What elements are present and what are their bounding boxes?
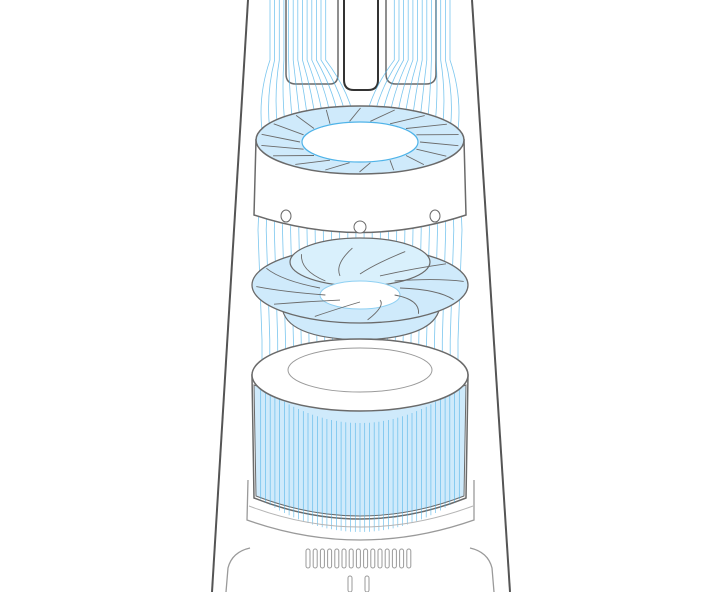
- tower-right-edge: [472, 0, 510, 592]
- vent-slot-icon: [342, 549, 346, 568]
- vent-slot-icon: [392, 549, 396, 568]
- filter-core-opening: [288, 348, 432, 392]
- impeller-fan: [252, 238, 468, 340]
- cylindrical-filter: [252, 339, 468, 532]
- diffuser-opening: [302, 122, 418, 162]
- screw-hole-icon: [354, 221, 366, 233]
- impeller-inner: [320, 281, 400, 309]
- top-diffuser-ring: [254, 106, 466, 233]
- screw-hole-icon: [430, 210, 440, 222]
- impeller-hub-ring: [290, 238, 430, 286]
- vent-slot-icon: [335, 549, 339, 568]
- vent-slot-icon: [400, 549, 404, 568]
- duct-center-slot: [344, 0, 378, 90]
- duct-right-wall: [386, 0, 436, 84]
- vent-slot-icon: [328, 549, 332, 568]
- tower-left-edge: [212, 0, 248, 592]
- vent-slot-icon: [371, 549, 375, 568]
- vent-slot-icon: [349, 549, 353, 568]
- vent-lower: [348, 576, 369, 592]
- upper-airflow-channel: [286, 0, 436, 90]
- vent-slot-icon: [378, 549, 382, 568]
- vent-slot-icon: [385, 549, 389, 568]
- vent-slot-icon: [407, 549, 411, 568]
- vent-slot-icon: [313, 549, 317, 568]
- screw-hole-icon: [281, 210, 291, 222]
- vent-slot-icon: [306, 549, 310, 568]
- vent-slot-icon: [364, 549, 368, 568]
- vent-slot-icon: [348, 576, 352, 592]
- vent-slot-icon: [365, 576, 369, 592]
- vent-slot-icon: [320, 549, 324, 568]
- vent-grille: [306, 549, 411, 568]
- vent-slot-icon: [356, 549, 360, 568]
